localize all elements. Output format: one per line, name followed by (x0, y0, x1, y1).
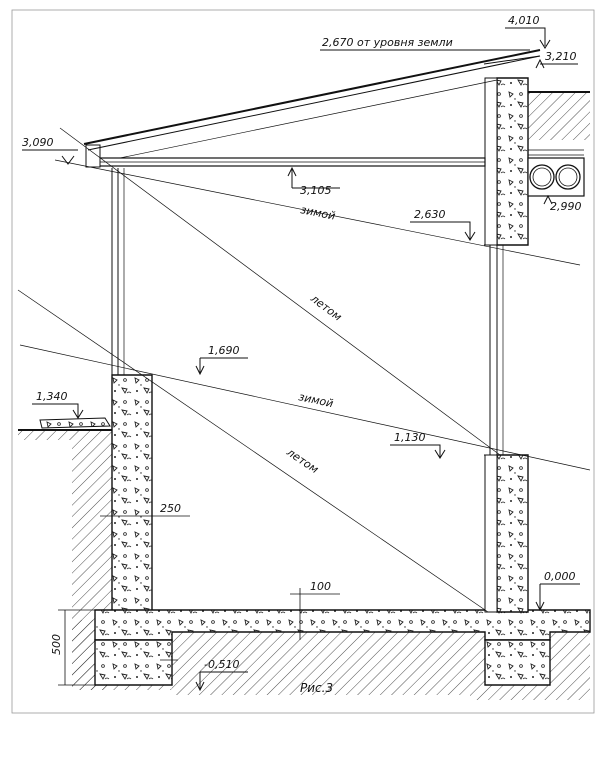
dim-wall-thickness: 250 (160, 502, 181, 515)
right-wall-lower (496, 454, 529, 613)
ray-winter-upper: зимой (299, 203, 336, 222)
level-footing-bottom: -0,510 (204, 658, 239, 671)
level-markers (22, 27, 580, 692)
level-ground-ref: 2,670 от уровня земли (322, 36, 453, 49)
figure-caption: Рис.3 (300, 681, 333, 695)
dim-floor-slab: 100 (310, 580, 331, 593)
summer-ray-upper (59, 127, 501, 456)
pipes (527, 149, 585, 197)
summer-ray-lower (17, 289, 489, 613)
dim-footing-height: 500 (50, 634, 63, 655)
level-window-top: 2,630 (414, 208, 446, 221)
left-window (111, 168, 125, 375)
left-step (39, 417, 111, 429)
ceiling-beam (85, 144, 486, 168)
right-wall-insulation (484, 77, 498, 613)
right-wall-upper (496, 77, 529, 246)
sun-rays (17, 127, 591, 613)
level-zero: 0,000 (544, 570, 576, 583)
level-left-window-bottom: 1,690 (208, 344, 240, 357)
left-footing (94, 639, 173, 686)
right-window (484, 244, 510, 456)
right-footing (484, 639, 551, 686)
level-roof-top: 4,010 (508, 14, 540, 27)
level-ceiling: 3,105 (300, 184, 332, 197)
winter-ray-lower (19, 344, 591, 471)
dimension-lines (58, 510, 340, 686)
winter-ray-upper (54, 159, 581, 266)
level-right-window-bottom: 1,130 (394, 431, 426, 444)
level-right-upper: 2,990 (550, 200, 582, 213)
roof (83, 49, 541, 159)
level-left-ground: 1,340 (36, 390, 68, 403)
drawing-frame (11, 9, 595, 714)
level-eave-left: 3,090 (22, 136, 54, 149)
ray-summer-lower: летом (283, 445, 320, 476)
ray-summer-upper: летом (307, 291, 344, 323)
level-wall-top-right: 3,210 (545, 50, 577, 63)
left-wall (111, 374, 153, 613)
